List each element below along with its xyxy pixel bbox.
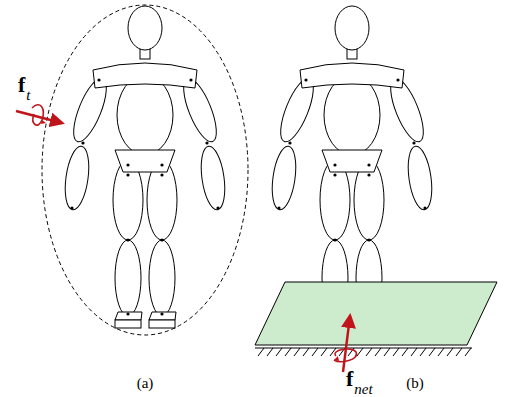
figure-part: [97, 78, 100, 81]
figure-part: [41, 120, 46, 124]
hatch-stroke: [276, 348, 282, 356]
hatch-stroke: [294, 348, 300, 356]
hatch-stroke: [429, 348, 435, 356]
hatch-stroke: [384, 348, 390, 356]
figure-part: [334, 356, 339, 361]
figure-part: [115, 312, 142, 320]
ground-hatch: [258, 348, 471, 356]
figure-part: [333, 238, 336, 241]
hatch-stroke: [411, 348, 417, 356]
hatch-stroke: [267, 348, 273, 356]
force-arrow: [16, 105, 62, 125]
hatch-stroke: [303, 348, 309, 356]
figure-part: [126, 238, 129, 241]
human-figure: [62, 6, 229, 328]
hatch-stroke: [402, 348, 408, 356]
figure-part: [70, 206, 73, 209]
figure-part: [149, 320, 175, 328]
figure-part: [300, 63, 404, 88]
hatch-stroke: [456, 348, 462, 356]
hatch-stroke: [420, 348, 426, 356]
figure-part: [189, 78, 192, 81]
figure-part: [333, 163, 336, 166]
human-figure: [269, 6, 436, 328]
hatch-stroke: [357, 348, 363, 356]
figure-part: [149, 312, 176, 320]
figure-part: [160, 238, 163, 241]
force-symbol: f: [18, 74, 25, 96]
figure-part: [412, 141, 415, 144]
figure-part: [396, 78, 399, 81]
hatch-stroke: [321, 348, 327, 356]
figure-part: [115, 150, 175, 172]
figure-part: [304, 78, 307, 81]
hatch-stroke: [285, 348, 291, 356]
figure-part: [367, 173, 370, 176]
figure-part: [405, 145, 436, 211]
force-symbol: f: [346, 368, 353, 390]
figure-part: [160, 173, 163, 176]
hatch-stroke: [393, 348, 399, 356]
figure-part: [115, 320, 141, 328]
hatch-stroke: [258, 348, 264, 356]
figure-part: [93, 63, 197, 88]
figure-part: [269, 145, 300, 211]
figure-part: [160, 163, 163, 166]
ground-plane: [255, 282, 497, 345]
figure-part: [128, 6, 162, 50]
dashed-boundary: [42, 5, 248, 335]
hatch-stroke: [438, 348, 444, 356]
figure-part: [333, 173, 336, 176]
figure-part: [334, 349, 357, 362]
ground-line: [255, 347, 472, 348]
figure-part: [205, 141, 208, 144]
hatch-stroke: [366, 348, 372, 356]
figure-part: [126, 163, 129, 166]
figure-part: [367, 238, 370, 241]
force-subscript: t: [26, 88, 30, 103]
figure-part: [126, 312, 129, 315]
force-subscript: net: [354, 382, 372, 397]
figure-part: [126, 173, 129, 176]
figure-part: [160, 312, 163, 315]
figure-part: [322, 150, 382, 172]
figure-part: [198, 145, 229, 211]
figure-part: [423, 206, 426, 209]
hatch-stroke: [375, 348, 381, 356]
figure-part: [335, 6, 369, 50]
figure-part: [62, 145, 93, 211]
figure-part: [288, 141, 291, 144]
figure-part: [324, 75, 380, 155]
hatch-stroke: [447, 348, 453, 356]
figure-part: [81, 141, 84, 144]
force-arrow: [334, 316, 357, 372]
figure-part: [117, 75, 173, 155]
figure-part: [115, 240, 141, 316]
hatch-stroke: [465, 348, 471, 356]
subfigure-label: (a): [137, 376, 154, 391]
figure-part: [216, 206, 219, 209]
figure-part: [149, 240, 175, 316]
figure-part: [277, 206, 280, 209]
subfigure-label: (b): [406, 376, 424, 391]
hatch-stroke: [312, 348, 318, 356]
figure-part: [367, 163, 370, 166]
